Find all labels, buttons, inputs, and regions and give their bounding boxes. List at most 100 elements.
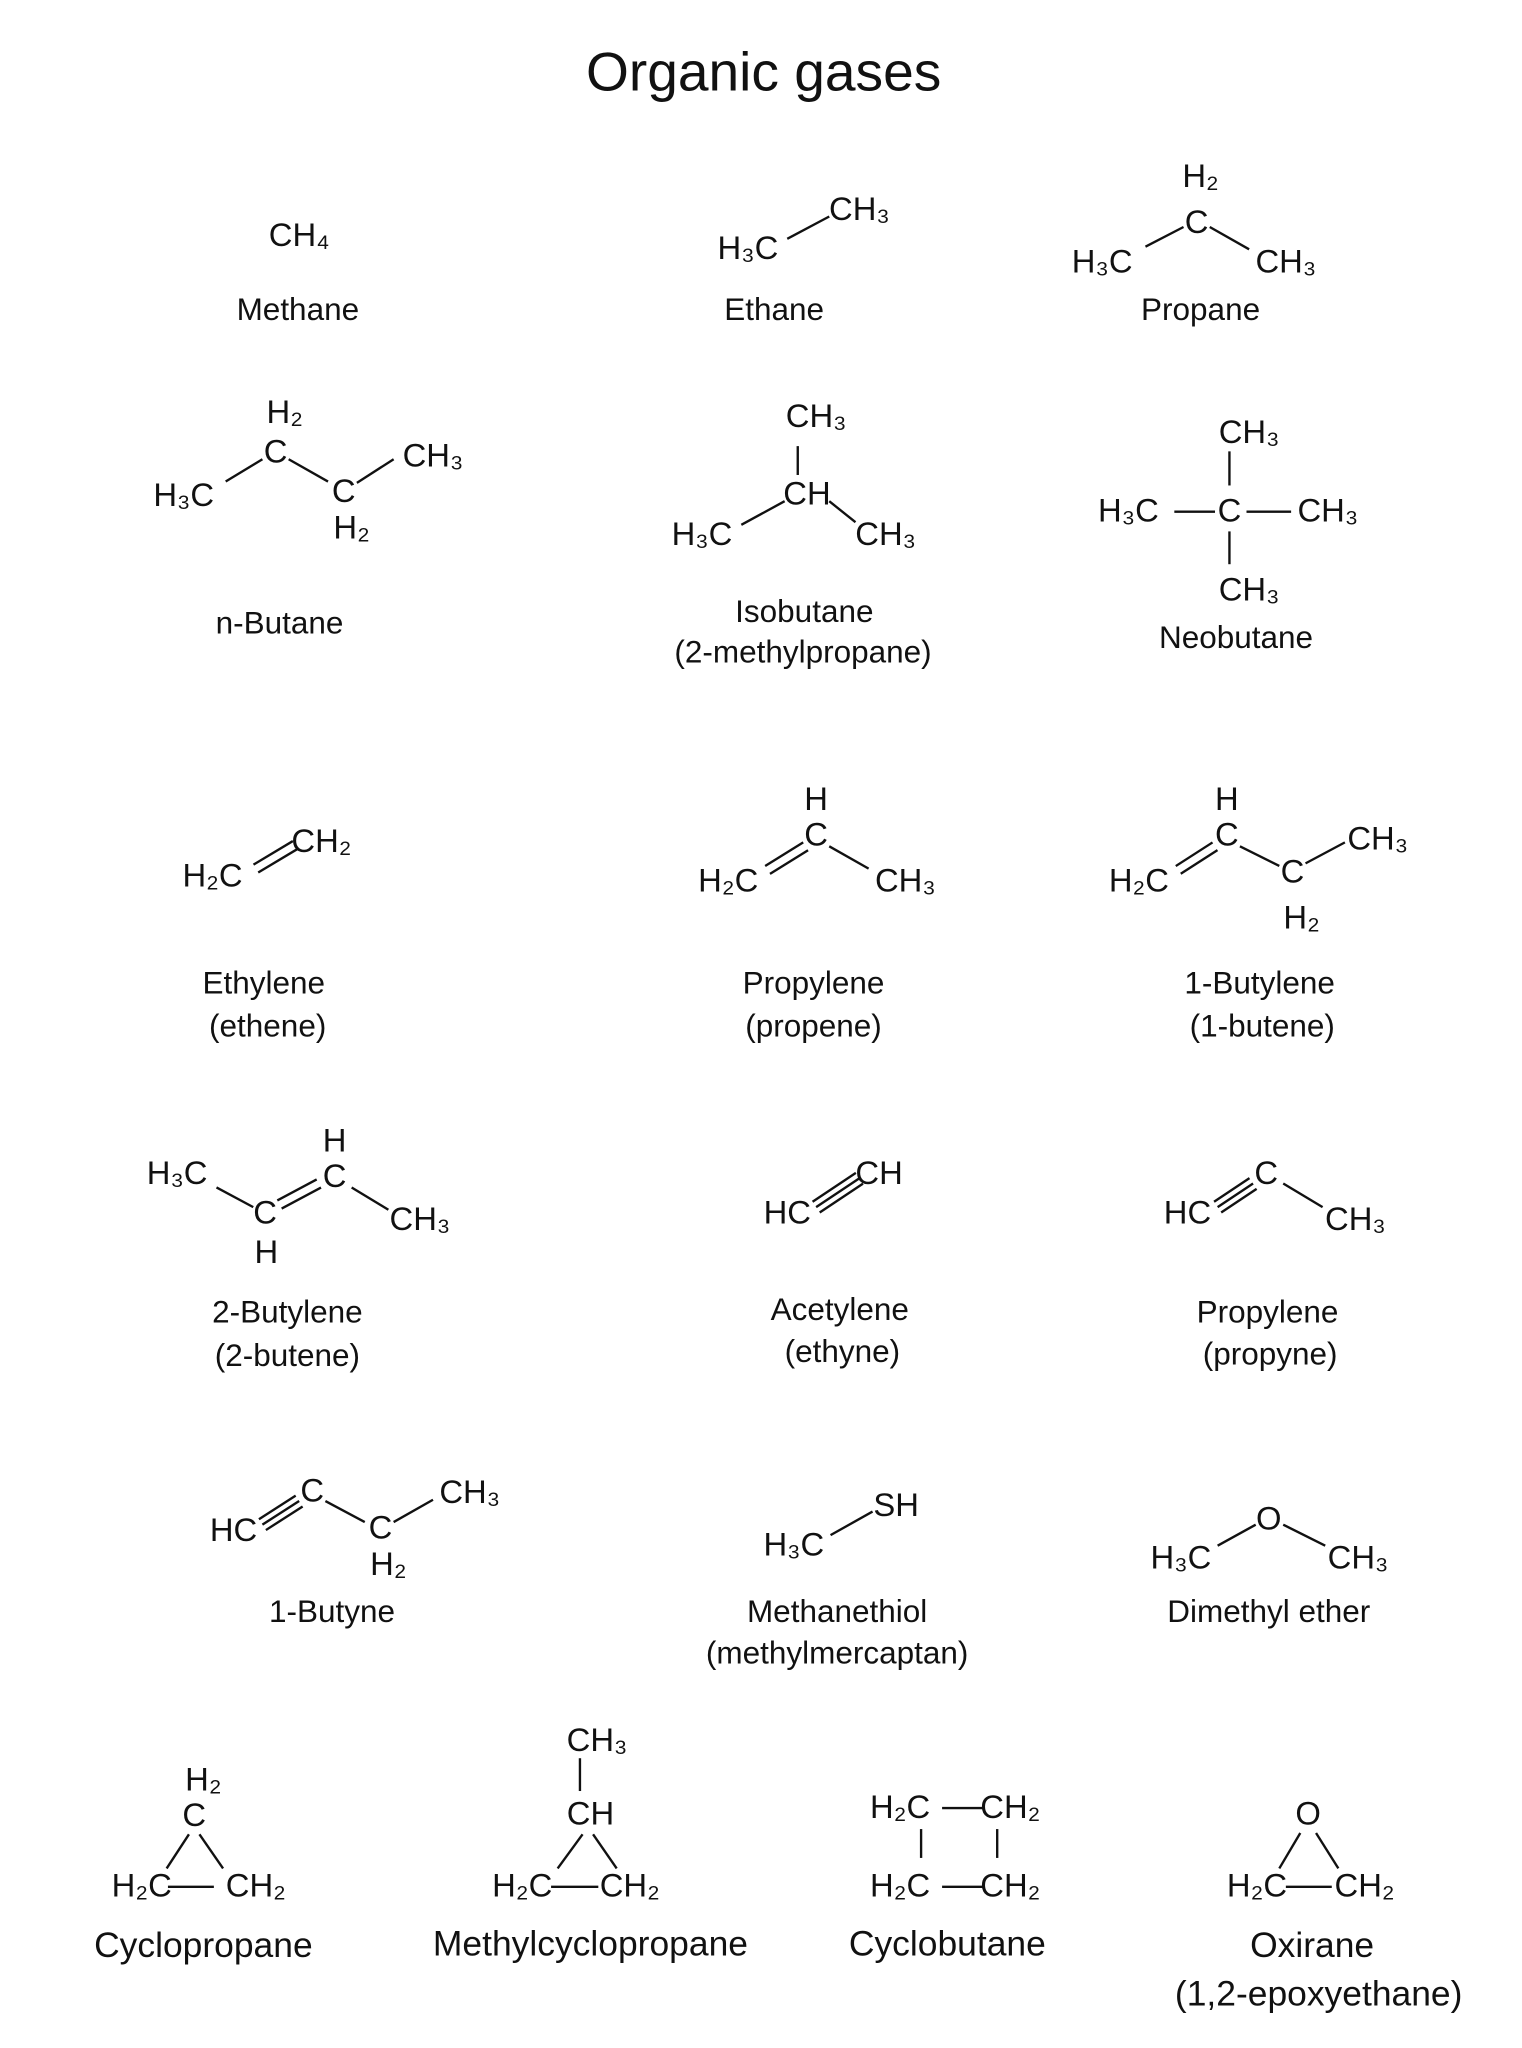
atom-label: O (1256, 1500, 1282, 1538)
single-bond (1278, 1832, 1302, 1870)
molecule-name: Methane (236, 292, 360, 329)
atom-label: CH (783, 475, 831, 513)
atom-label: C (263, 433, 288, 471)
double-bond (764, 841, 804, 868)
single-bond (198, 1833, 225, 1870)
atom-label: CH₃ (855, 516, 917, 554)
atom-label: H₃C (1150, 1539, 1212, 1577)
single-bond (324, 1500, 366, 1524)
atom-label: CH₃ (402, 437, 464, 475)
molecule-name: n-Butane (215, 606, 344, 642)
atom-label: H (254, 1234, 279, 1271)
atom-label: H₂ (185, 1761, 222, 1799)
single-bond (828, 500, 857, 524)
atom-label: H₂C (698, 862, 759, 900)
single-bond (1239, 845, 1280, 868)
atom-label: CH₃ (874, 862, 936, 900)
atom-label: C (331, 473, 356, 510)
atom-label: CH₂ (291, 823, 352, 861)
atom-label: H₂C (492, 1867, 553, 1905)
atom-label: C (300, 1472, 325, 1510)
atom-label: O (1295, 1795, 1321, 1833)
single-bond (592, 1833, 618, 1870)
molecule-name: Acetylene (770, 1292, 909, 1328)
atom-label: H₂ (266, 394, 303, 432)
double-bond (252, 840, 294, 866)
atom-label: CH₃ (829, 190, 890, 228)
atom-label: C (1217, 492, 1242, 530)
double-bond (1180, 849, 1219, 875)
single-bond (356, 458, 395, 484)
molecule-name: Oxirane (1250, 1925, 1375, 1965)
single-bond (828, 845, 870, 870)
single-bond (1315, 1832, 1340, 1870)
molecule-name: Neobutane (1158, 620, 1314, 657)
molecule-alt-name: (1,2-epoxyethane) (1174, 1974, 1463, 2014)
molecule-name: Propane (1141, 292, 1261, 329)
single-bond (165, 1833, 190, 1870)
single-bond (1304, 841, 1346, 865)
single-bond (288, 458, 329, 483)
molecule-name: Isobutane (735, 594, 874, 630)
atom-label: CH₂ (980, 1789, 1041, 1826)
atom-label: HC (1163, 1194, 1212, 1232)
atom-label: CH₄ (268, 217, 330, 254)
single-bond (393, 1498, 434, 1524)
single-bond (786, 215, 830, 240)
atom-label: H₂C (870, 1789, 931, 1826)
atom-label: H₃C (1071, 243, 1133, 281)
single-bond (351, 1186, 389, 1211)
atom-label: H₂ (333, 509, 370, 547)
double-bond (1175, 841, 1214, 868)
atom-label: H₂ (370, 1546, 407, 1584)
atom-label: SH (873, 1487, 919, 1525)
triple-bond (819, 1182, 864, 1214)
atom-label: H₂C (870, 1867, 931, 1905)
atom-label: H (322, 1122, 347, 1160)
atom-label: CH₂ (599, 1867, 660, 1905)
triple-bond (1213, 1177, 1251, 1203)
triple-bond (1220, 1187, 1258, 1214)
single-bond (829, 1510, 874, 1537)
single-bond (740, 500, 786, 526)
atom-label: H₂C (1226, 1867, 1288, 1905)
atom-label: H₂C (182, 857, 243, 895)
atom-label: H (1214, 781, 1239, 819)
atom-label: CH₃ (389, 1201, 451, 1238)
molecule-alt-name: (1-butene) (1189, 1009, 1335, 1045)
atom-label: H₂ (1182, 158, 1219, 195)
single-bond (225, 458, 264, 483)
atom-label: CH₃ (1347, 820, 1409, 858)
atom-label: H₃C (153, 476, 215, 514)
atom-label: CH₃ (1218, 413, 1280, 451)
triple-bond (1216, 1182, 1254, 1209)
atom-label: C (368, 1509, 393, 1547)
atom-label: H₃C (1098, 492, 1159, 530)
atom-label: H₃C (763, 1526, 825, 1564)
molecule-alt-name: (methylmercaptan) (705, 1636, 969, 1672)
atom-label: CH (566, 1795, 615, 1833)
molecule-name: 2-Butylene (212, 1295, 363, 1331)
atom-label: CH₂ (980, 1867, 1041, 1905)
molecule-name: 1-Butyne (268, 1594, 395, 1630)
atom-label: C (182, 1796, 207, 1834)
atom-label: C (1254, 1155, 1279, 1193)
atom-label: C (1184, 204, 1209, 241)
triple-bond (811, 1171, 857, 1203)
molecule-name: Cyclobutane (848, 1924, 1046, 1964)
atom-label: HC (763, 1194, 811, 1232)
atom-label: CH₃ (1255, 243, 1317, 281)
molecule-name: Propylene (742, 965, 885, 1002)
atom-label: CH₃ (1218, 571, 1280, 609)
triple-bond (265, 1505, 304, 1532)
double-bond (281, 1186, 322, 1210)
atom-label: H₃C (146, 1155, 208, 1193)
atom-label: CH₃ (566, 1722, 628, 1759)
atom-label: C (322, 1157, 347, 1195)
molecule-name: Ethylene (202, 965, 326, 1002)
triple-bond (815, 1177, 861, 1209)
atom-label: H₃C (671, 516, 733, 554)
atom-label: H₂ (1283, 899, 1320, 937)
single-bond (1144, 225, 1185, 248)
